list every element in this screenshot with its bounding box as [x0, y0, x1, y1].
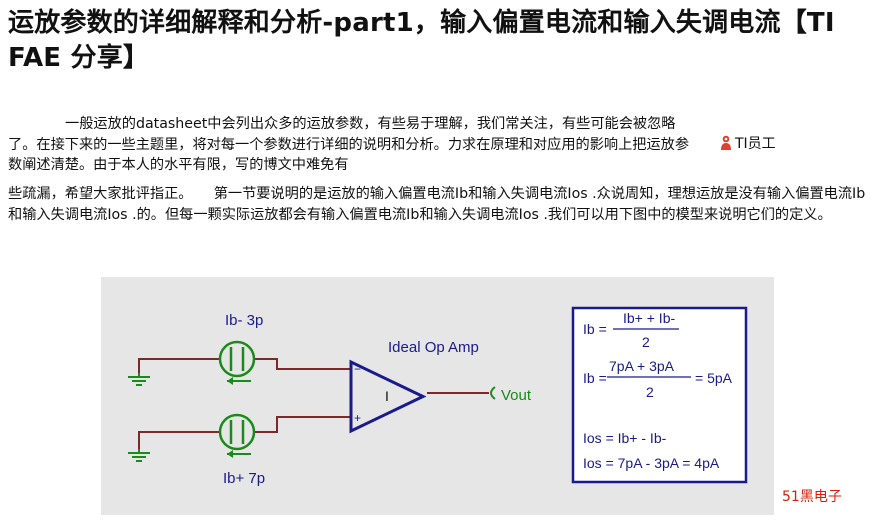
eq3: Ios = Ib+ - Ib-: [583, 430, 667, 446]
output-label: Vout: [501, 387, 532, 404]
current-source-ib-minus: [218, 340, 256, 385]
wire-bottom-input: [138, 416, 351, 449]
label-ib-plus: Ib+ 7p: [223, 470, 265, 487]
current-source-ib-plus: [218, 413, 256, 458]
label-ib-minus: Ib- 3p: [225, 312, 263, 329]
eq1-lhs: Ib =: [583, 321, 607, 337]
eq4: Ios = 7pA - 3pA = 4pA: [583, 455, 720, 471]
eq2-numerator: 7pA + 3pA: [609, 358, 675, 374]
eq2-denominator: 2: [646, 384, 654, 400]
op-amp-circuit-diagram: Ib- 3p Ib+ 7p Ideal Op Amp I − + Vout Ib…: [128, 306, 748, 487]
author-badge[interactable]: TI员工: [720, 133, 776, 153]
paragraph-intro-text: 一般运放的datasheet中会列出众多的运放参数，有些易于理解，我们常关注，有…: [8, 116, 690, 173]
eq1-denominator: 2: [642, 334, 650, 350]
wire-top-input: [138, 358, 351, 373]
eq2-lhs: Ib =: [583, 370, 607, 386]
op-amp-minus-sign: −: [354, 362, 361, 376]
op-amp-label: Ideal Op Amp: [388, 339, 479, 356]
op-amp-model-figure: Ib- 3p Ib+ 7p Ideal Op Amp I − + Vout Ib…: [101, 277, 774, 515]
ground-icon: [128, 449, 150, 462]
paragraph-intro: 一般运放的datasheet中会列出众多的运放参数，有些易于理解，我们常关注，有…: [8, 114, 698, 176]
op-amp-inner-symbol: I: [385, 388, 389, 404]
user-icon: [721, 135, 731, 150]
author-name: TI员工: [735, 136, 776, 152]
article-title: 运放参数的详细解释和分析-part1，输入偏置电流和输入失调电流【TI FAE …: [8, 8, 835, 73]
watermark: 51黑电子: [782, 489, 842, 505]
equations: Ib = Ib+ + Ib- 2 Ib = 7pA + 3pA 2 = 5pA …: [583, 310, 733, 471]
eq2-result: = 5pA: [695, 370, 733, 386]
op-amp-plus-sign: +: [354, 411, 361, 425]
equation-box: [571, 306, 748, 484]
op-amp-symbol: [349, 359, 427, 434]
eq1-numerator: Ib+ + Ib-: [623, 310, 675, 326]
ground-icon: [128, 373, 150, 386]
output-terminal-icon: [490, 386, 496, 400]
paragraph-body: 些疏漏，希望大家批评指正。 第一节要说明的是运放的输入偏置电流Ib和输入失调电流…: [8, 186, 866, 223]
